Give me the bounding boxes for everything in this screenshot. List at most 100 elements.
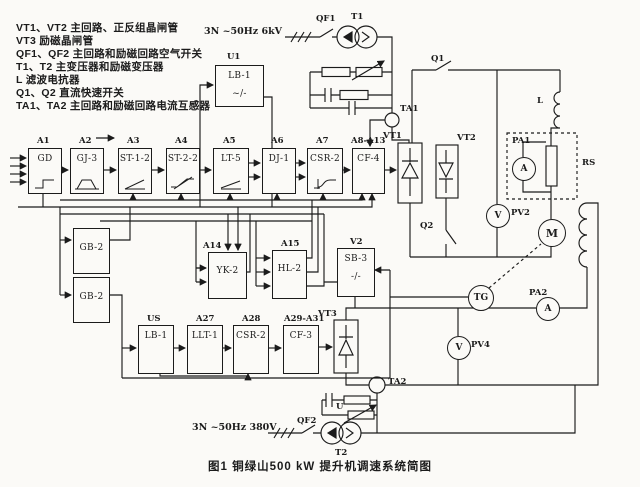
legend-line: VT1、VT2 主回路、正反组晶闸管 xyxy=(16,22,179,34)
vt1-label: VT1 xyxy=(383,131,402,141)
a8-label: CF-4 xyxy=(357,154,380,164)
block-gb2-upper: GB-2 xyxy=(73,228,110,274)
top-supply-label: 3N ~50Hz 6kV xyxy=(204,26,283,37)
block-a4: ST-2-2 xyxy=(166,148,200,194)
pv4-voltmeter: V xyxy=(447,336,471,360)
ramp-curve-glyph xyxy=(220,180,241,190)
step-curve-glyph xyxy=(35,179,54,189)
a2-label: GJ-3 xyxy=(76,154,98,164)
legend-line: L 滤波电抗器 xyxy=(16,74,80,86)
a8-tag: A8-A13 xyxy=(351,136,386,146)
a3-label: ST-1-2 xyxy=(119,154,151,164)
bottom-supply-line xyxy=(268,424,321,439)
qf1-label: QF1 xyxy=(316,14,336,24)
ramp-curve-glyph xyxy=(124,179,145,190)
armature-return-wire xyxy=(410,226,552,258)
legend-line: VT3 励磁晶闸管 xyxy=(16,35,94,47)
tg-letter: TG xyxy=(473,293,489,303)
t2-output-wire xyxy=(361,385,576,434)
a29-label: CF-3 xyxy=(289,331,313,341)
figure-caption: 图1 铜绿山500 kW 提升机调速系统简图 xyxy=(208,461,432,473)
vt2-thyristor-symbol xyxy=(435,144,459,199)
varistor-symbol xyxy=(355,66,383,78)
trapezoid-curve-glyph xyxy=(75,179,99,190)
legend-line: QF1、QF2 主回路和励磁回路空气开关 xyxy=(16,48,203,60)
bottom-supply-label: 3N ~50Hz 380V xyxy=(192,422,277,433)
v2-line2: -/- xyxy=(350,272,361,282)
top-supply-line xyxy=(285,28,337,43)
pa1-ammeter: A xyxy=(512,157,536,181)
a5-label: LT-5 xyxy=(220,154,242,164)
varistor-symbol xyxy=(347,410,375,420)
block-a3: ST-1-2 xyxy=(118,148,152,194)
t2-label: T2 xyxy=(335,448,348,458)
block-a2: GJ-3 xyxy=(70,148,104,194)
vt3-label: VT3 xyxy=(318,309,337,319)
q2-label: Q2 xyxy=(420,221,434,231)
pa2-label: PA2 xyxy=(529,288,548,298)
pa1-ammeter-letter: A xyxy=(520,164,528,174)
gb2-lower-label: GB-2 xyxy=(79,292,104,302)
excitation-chain-wires xyxy=(121,343,390,381)
block-a27: LLT-1 xyxy=(187,325,223,374)
vt1-thyristor-symbol xyxy=(397,142,423,204)
pv2-voltmeter: V xyxy=(486,204,510,228)
rs-label: RS xyxy=(582,158,596,168)
motor-symbol: M xyxy=(538,219,566,247)
tg-coupling-dashed xyxy=(488,243,542,289)
a15-tag: A15 xyxy=(281,239,300,249)
u1-line1: LB-1 xyxy=(228,71,251,81)
a27-label: LLT-1 xyxy=(191,331,219,341)
block-a5: LT-5 xyxy=(213,148,249,194)
a14-tag: A14 xyxy=(203,241,222,251)
legend: VT1、VT2 主回路、正反组晶闸管 VT3 励磁晶闸管 QF1、QF2 主回路… xyxy=(16,22,210,113)
l-reactor-symbol xyxy=(550,91,561,133)
pv2-label: PV2 xyxy=(511,208,530,218)
block-us: LB-1 xyxy=(138,325,174,374)
a4-label: ST-2-2 xyxy=(167,154,199,164)
q2-switch-symbol xyxy=(409,198,457,257)
main-dc-feed-wire xyxy=(377,36,410,143)
block-a29: CF-3 xyxy=(283,325,319,374)
gb2-wires xyxy=(59,207,131,348)
a5-tag: A5 xyxy=(223,136,236,146)
legend-line: T1、T2 主变压器和励磁变压器 xyxy=(16,61,164,73)
a7-label: CSR-2 xyxy=(309,154,341,164)
a1-label: GD xyxy=(37,154,53,164)
a3-tag: A3 xyxy=(127,136,140,146)
a15-label: HL-2 xyxy=(277,264,302,274)
us-tag: US xyxy=(147,314,161,324)
u1-input-wire xyxy=(199,81,215,207)
q1-switch-line xyxy=(411,60,561,204)
pa2-ammeter-letter: A xyxy=(544,304,552,314)
a4-tag: A4 xyxy=(175,136,188,146)
a27-tag: A27 xyxy=(196,314,215,324)
u-label: U xyxy=(336,402,344,412)
block-u1: LB-1 ~/- xyxy=(215,65,264,107)
vt3-thyristor-symbol xyxy=(333,319,359,374)
field-winding-coil-symbol xyxy=(578,202,588,268)
qf1-switch-symbol xyxy=(319,28,337,38)
t1-label: T1 xyxy=(351,12,364,22)
top-snubber-network xyxy=(309,60,392,115)
pv4-label: PV4 xyxy=(471,340,490,350)
l-label: L xyxy=(537,96,543,106)
a28-tag: A28 xyxy=(242,314,261,324)
bottom-snubber-network xyxy=(321,393,378,433)
u1-tag: U1 xyxy=(227,52,241,62)
block-a6: DJ-1 xyxy=(262,148,296,194)
a6-tag: A6 xyxy=(271,136,284,146)
a14-label: YK-2 xyxy=(216,266,239,276)
a7-tag: A7 xyxy=(316,136,329,146)
us-label: LB-1 xyxy=(144,331,168,341)
block-gb2-lower: GB-2 xyxy=(73,277,110,323)
main-chain-wires xyxy=(10,134,398,207)
rs-shunt-box xyxy=(506,132,578,219)
t2-transformer-symbol xyxy=(320,421,362,445)
tg-feedback-wire xyxy=(375,270,468,378)
block-a14: YK-2 xyxy=(208,252,247,299)
a29-tag: A29-A31 xyxy=(284,314,325,324)
ta1-current-transformer-symbol xyxy=(384,112,400,128)
t1-transformer-symbol xyxy=(336,25,378,49)
